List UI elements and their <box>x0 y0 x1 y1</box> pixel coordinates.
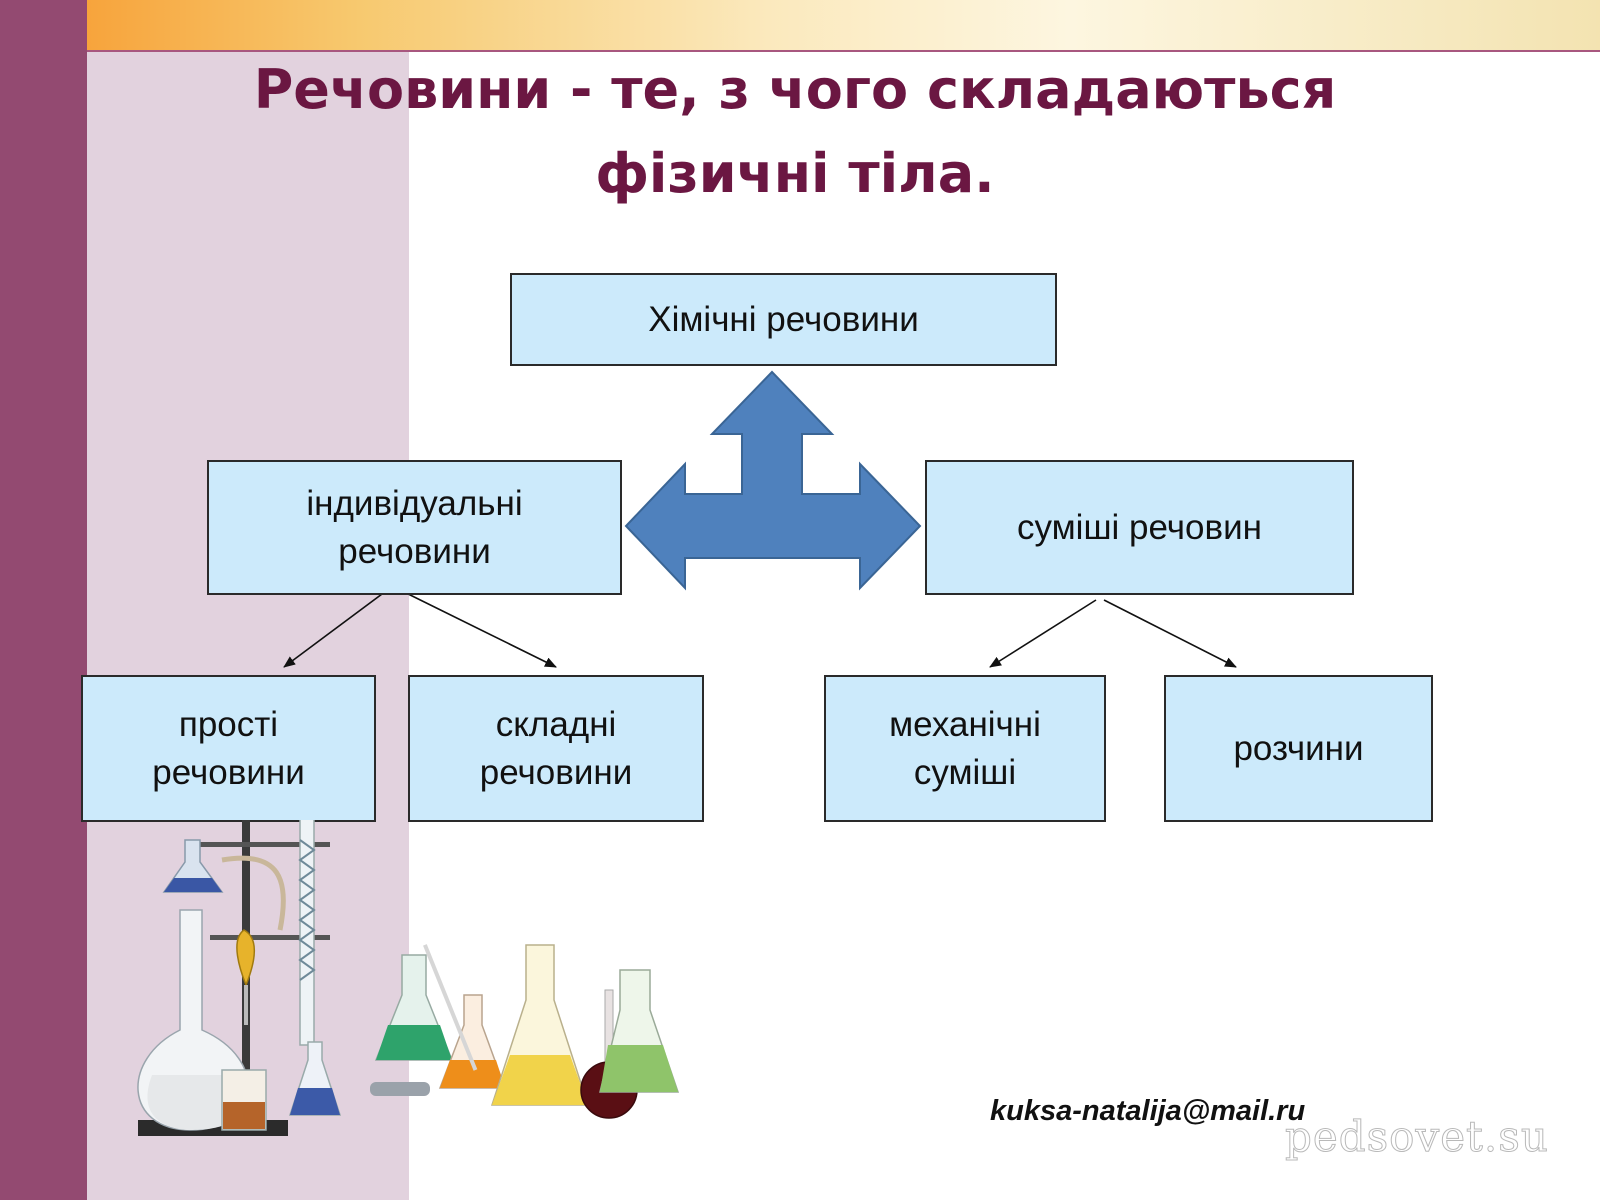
complex-label-line-1: складні <box>495 704 617 744</box>
arrow-to-mechanical <box>989 599 1097 668</box>
individual-label-line-2: речовини <box>338 531 491 571</box>
top-gradient-bar <box>87 0 1600 52</box>
arrow-to-complex <box>395 587 557 668</box>
laboratory-glassware-illustration <box>137 820 680 1136</box>
individual-label-line-1: індивідуальні <box>306 483 523 523</box>
chemical-substances-label: Хімічні речовини <box>648 299 919 339</box>
complex-label-line-2: речовини <box>479 752 633 792</box>
title-line-2: фізичні тіла. <box>595 142 995 205</box>
simple-substances-box: прості речовини <box>81 675 376 822</box>
individual-substances-box: індивідуальні речовини <box>207 460 622 595</box>
arrow-to-solutions <box>1103 599 1237 668</box>
watermark: pedsovet.su <box>1285 1112 1549 1162</box>
title-line-1: Речовини - те, з чого складаються <box>253 58 1337 121</box>
simple-label-line-1: прості <box>178 704 279 744</box>
mechanical-mixtures-box: механічні суміші <box>824 675 1106 822</box>
mechanical-label-line-2: суміші <box>913 752 1017 792</box>
mechanical-label-line-1: механічні <box>889 704 1041 744</box>
slide-title: Речовини - те, з чого складаються фізичн… <box>220 48 1370 216</box>
chemical-substances-box: Хімічні речовини <box>510 273 1057 366</box>
author-email: kuksa-natalija@mail.ru <box>990 1095 1306 1127</box>
mixtures-box: суміші речовин <box>925 460 1354 595</box>
three-way-arrow-icon <box>624 370 922 591</box>
solutions-label: розчини <box>1233 728 1364 768</box>
simple-label-line-2: речовини <box>152 752 305 792</box>
complex-substances-box: складні речовини <box>408 675 704 822</box>
solutions-box: розчини <box>1164 675 1433 822</box>
mixtures-label: суміші речовин <box>1017 507 1262 547</box>
arrow-to-simple <box>283 587 391 668</box>
left-accent-bar <box>0 0 87 1200</box>
